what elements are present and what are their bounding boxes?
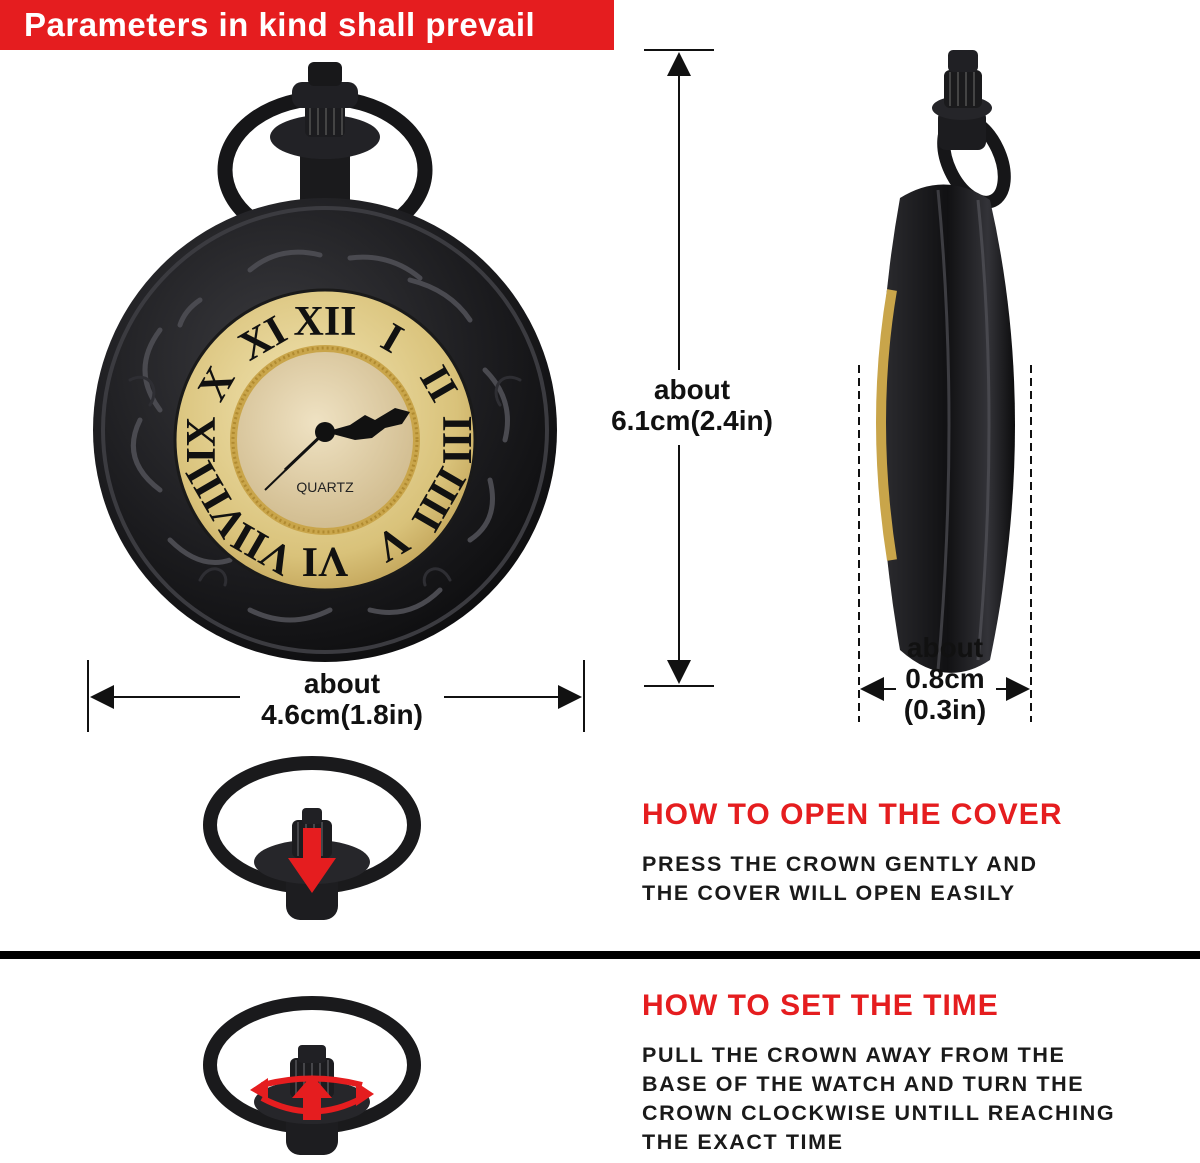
height-label-line1: about [653,374,731,405]
svg-text:III: III [433,415,479,464]
thickness-label: about 0.8cm (0.3in) [892,632,998,725]
thickness-label-line3: (0.3in) [903,694,987,725]
crown-press-illustration [203,756,421,920]
set-time-line2: BASE OF THE WATCH AND TURN THE [642,1072,1085,1096]
set-time-line3: CROWN CLOCKWISE UNTILL REACHING [642,1101,1116,1125]
set-time-line4: THE EXACT TIME [642,1130,844,1154]
svg-text:VI: VI [302,538,349,584]
front-watch: XII I II III IIII V VI VII VIII IX X XI [93,62,557,662]
side-watch [876,50,1015,673]
set-time-instructions: PULL THE CROWN AWAY FROM THE BASE OF THE… [642,1041,1115,1157]
width-label-line1: about [303,668,381,699]
thickness-label-line2: 0.8cm [905,663,985,694]
width-label-line2: 4.6cm(1.8in) [261,699,423,730]
width-dimension [87,660,585,732]
height-label-line2: 6.1cm(2.4in) [611,405,773,436]
pull-arrow-icon [292,1075,332,1120]
parameters-banner: Parameters in kind shall prevail [0,0,614,50]
thickness-dimension [858,365,1032,722]
width-label: about 4.6cm(1.8in) [242,668,442,730]
press-arrow-icon [288,828,336,893]
set-time-title: HOW TO SET THE TIME [642,989,999,1022]
dial-brand-label: QUARTZ [296,479,354,495]
crown-turn-illustration [203,996,421,1155]
svg-text:XII: XII [293,299,356,345]
open-cover-line1: PRESS THE CROWN GENTLY AND [642,852,1038,876]
section-divider [0,951,1200,959]
open-cover-line2: THE COVER WILL OPEN EASILY [642,881,1016,905]
height-label: about 6.1cm(2.4in) [594,374,790,436]
open-cover-title: HOW TO OPEN THE COVER [642,798,1063,831]
set-time-line1: PULL THE CROWN AWAY FROM THE [642,1043,1066,1067]
svg-text:IX: IX [179,417,225,464]
open-cover-instructions: PRESS THE CROWN GENTLY AND THE COVER WIL… [642,850,1038,908]
height-dimension [644,49,714,687]
thickness-label-line1: about [906,632,984,663]
